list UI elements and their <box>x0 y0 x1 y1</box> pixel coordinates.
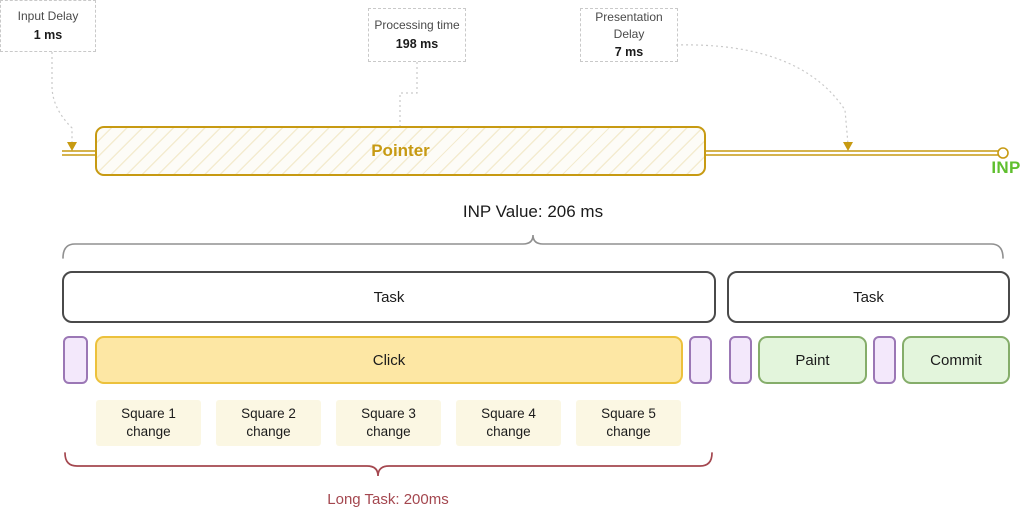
callout-value: 198 ms <box>395 36 439 51</box>
paint-box: Paint <box>758 336 867 384</box>
callout-value: 1 ms <box>33 27 63 42</box>
inp-value: INP Value: 206 ms <box>333 202 733 226</box>
pointer-label: Pointer <box>371 141 430 160</box>
square-change-2: Square 2 change <box>216 400 321 446</box>
task-label: Task <box>373 288 405 306</box>
square-change-4: Square 4 change <box>456 400 561 446</box>
square-line1: Square 3 <box>361 405 416 421</box>
paint-label: Paint <box>795 351 830 369</box>
long-task-text: Long Task: 200ms <box>327 491 449 508</box>
square-line2: change <box>366 424 411 439</box>
commit-label: Commit <box>930 351 982 369</box>
square-line2: change <box>126 424 171 439</box>
callout-value: 7 ms <box>614 44 644 59</box>
pointer-bar: Pointer <box>95 126 706 176</box>
square-line2: change <box>606 424 651 439</box>
square-line1: Square 2 <box>241 405 296 421</box>
callout-caption: Input Delay <box>17 9 79 24</box>
sliver-before-paint <box>729 336 752 384</box>
task-box-2: Task <box>727 271 1010 323</box>
square-change-5: Square 5 change <box>576 400 681 446</box>
square-line1: Square 5 <box>601 405 656 421</box>
callout-presentation-delay: Presentation Delay 7 ms <box>580 8 678 62</box>
square-line2: change <box>246 424 291 439</box>
square-change-3: Square 3 change <box>336 400 441 446</box>
square-line1: Square 4 <box>481 405 536 421</box>
sliver-before-click <box>63 336 88 384</box>
inp-endpoint-text: INP <box>991 158 1021 177</box>
callout-caption: Processing time <box>374 18 460 33</box>
square-line1: Square 1 <box>121 405 176 421</box>
top-brace <box>62 234 1004 259</box>
task-label: Task <box>853 288 884 306</box>
commit-box: Commit <box>902 336 1010 384</box>
square-line2: change <box>486 424 531 439</box>
sliver-after-click <box>689 336 712 384</box>
callout-processing-time: Processing time 198 ms <box>368 8 466 62</box>
sliver-before-commit <box>873 336 896 384</box>
inp-value-text: INP Value: 206 ms <box>462 202 604 221</box>
inp-endpoint-label: INP <box>986 158 1026 178</box>
long-task-label: Long Task: 200ms <box>188 491 588 513</box>
callout-input-delay: Input Delay 1 ms <box>0 0 96 52</box>
long-task-brace <box>64 452 713 477</box>
square-change-1: Square 1 change <box>96 400 201 446</box>
task-box-1: Task <box>62 271 716 323</box>
click-bar: Click <box>95 336 683 384</box>
click-label: Click <box>372 351 406 369</box>
callout-caption: Presentation Delay <box>595 10 663 41</box>
